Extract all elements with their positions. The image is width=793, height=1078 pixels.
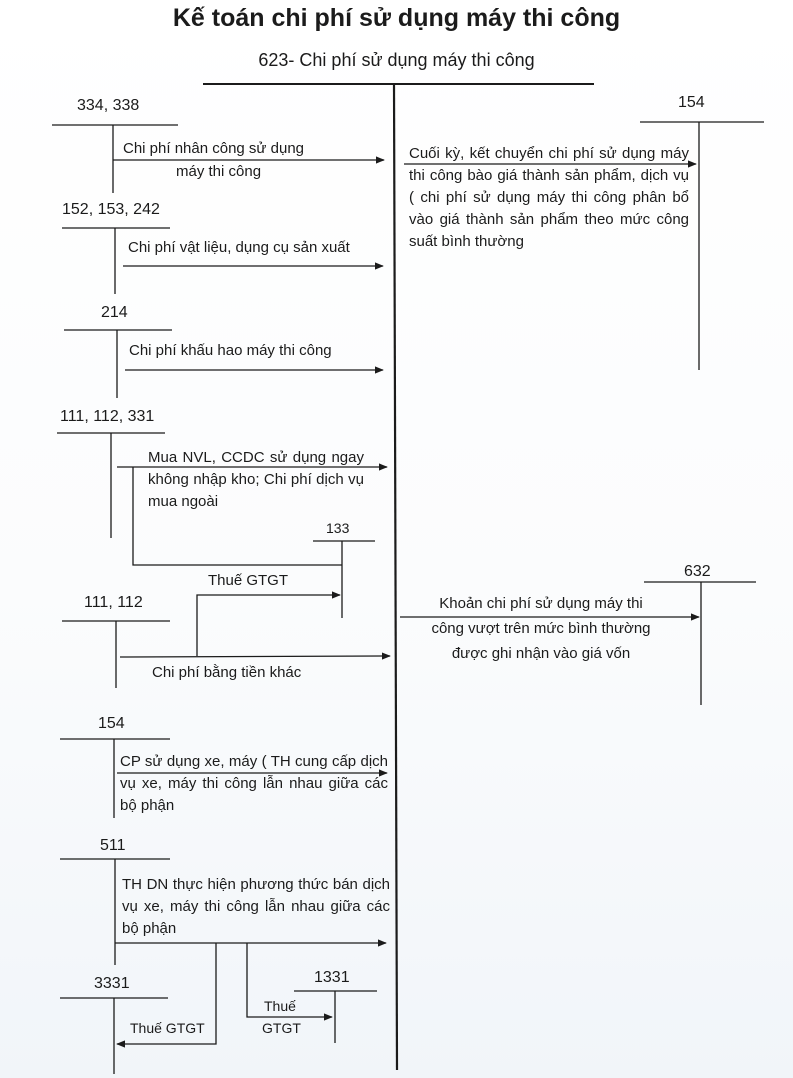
entry-excess-line3: được ghi nhận vào giá vốn — [451, 645, 631, 662]
account-632: 632 — [684, 563, 711, 580]
account-334: 334, 338 — [77, 97, 140, 114]
branch-vat-2 — [196, 591, 341, 656]
entry-materials: Chi phí vật liệu, dụng cụ sản xuất — [128, 239, 350, 256]
entry-other-cash: Chi phí bằng tiền khác — [152, 664, 302, 681]
account-214: 214 — [101, 304, 128, 321]
entry-internal-sale: TH DN thực hiện phương thức bán dịch vụ … — [122, 876, 390, 937]
entry-depreciation: Chi phí khấu hao máy thi công — [129, 342, 332, 359]
account-152: 152, 153, 242 — [62, 201, 160, 218]
account-111-112-331: 111, 112, 331 — [60, 408, 155, 425]
account-1331: 1331 — [314, 969, 350, 986]
account-133: 133 — [326, 520, 350, 536]
arrow-other-cash — [119, 652, 391, 660]
entry-vat-out: Thuế GTGT — [130, 1020, 205, 1036]
main-account-label: 623- Chi phí sử dụng máy thi công — [258, 50, 535, 70]
account-154-right: 154 — [678, 94, 705, 111]
branch-vat-out — [116, 943, 217, 1048]
entry-internal: CP sử dụng xe, máy ( TH cung cấp dịch vụ… — [120, 753, 388, 814]
entry-excess-line2: công vượt trên mức bình thường — [431, 620, 651, 637]
entry-labor-line2: máy thi công — [176, 163, 262, 180]
entry-vat-1: Thuế GTGT — [208, 572, 289, 589]
account-154-left: 154 — [98, 715, 125, 732]
account-111-112: 111, 112 — [84, 594, 143, 611]
entry-purchase: Mua NVL, CCDC sử dụng ngay không nhập kh… — [148, 449, 364, 510]
account-3331: 3331 — [94, 975, 130, 992]
t-account-623-stem — [392, 83, 399, 1071]
branch-vat-in — [246, 943, 333, 1021]
branch-vat-1 — [132, 467, 342, 566]
entry-vat-in-line1: Thuế — [264, 998, 296, 1014]
account-511: 511 — [100, 837, 126, 854]
entry-vat-in-line2: GTGT — [262, 1020, 301, 1036]
entry-excess-line1: Khoản chi phí sử dụng máy thi — [439, 595, 643, 612]
entry-labor-line1: Chi phí nhân công sử dụng — [123, 140, 305, 157]
entry-transfer: Cuối kỳ, kết chuyển chi phí sử dụng máy … — [409, 145, 689, 250]
page-title: Kế toán chi phí sử dụng máy thi công — [172, 4, 621, 32]
